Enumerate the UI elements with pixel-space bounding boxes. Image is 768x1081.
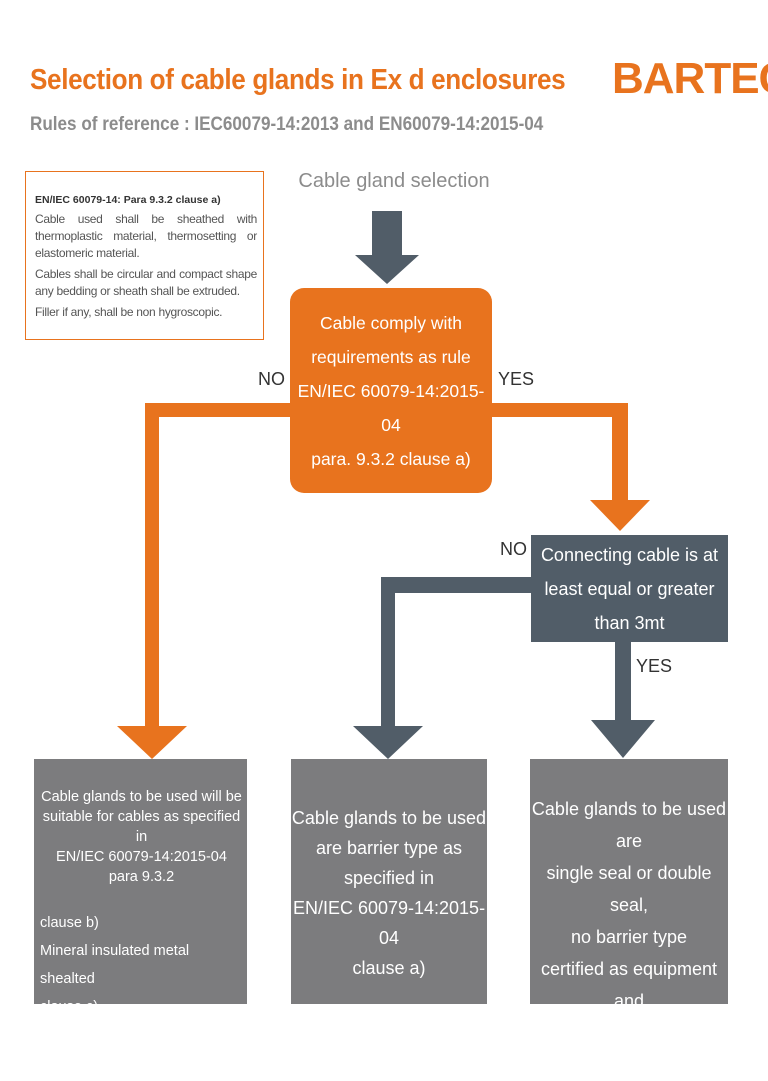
decision-node: Cable comply with requirements as rule E… — [290, 288, 492, 493]
outcome-left-line: clause b) — [40, 915, 99, 931]
length-yes-connector — [591, 642, 655, 758]
page-title: Selection of cable glands in Ex d enclos… — [30, 64, 566, 96]
outcome-left: Cable glands to be used will be suitable… — [34, 759, 247, 1043]
length-no-connector — [353, 577, 531, 759]
length-no-label: NO — [500, 539, 527, 559]
decision-no-connector — [117, 403, 290, 759]
start-arrow — [355, 211, 419, 284]
bartec-logo: BARTEC — [612, 54, 768, 103]
outcome-left-line: Special shape, flat cable types — [40, 1027, 236, 1043]
reference-heading: EN/IEC 60079-14: Para 9.3.2 clause a) — [35, 194, 221, 206]
start-node: Cable gland selection — [298, 170, 490, 192]
reference-paragraph: Filler if any, shall be non hygroscopic. — [35, 305, 223, 319]
outcome-middle: Cable glands to be used are barrier type… — [291, 759, 487, 1004]
page-subtitle: Rules of reference : IEC60079-14:2013 an… — [30, 114, 544, 135]
outcome-left-line: clause c) — [40, 999, 99, 1015]
outcome-left-main: Cable glands to be used will be suitable… — [41, 789, 242, 885]
reference-paragraph: Cable used shall be sheathed with thermo… — [35, 212, 257, 260]
length-yes-label: YES — [636, 656, 673, 676]
length-check-node: Connecting cable is at least equal or gr… — [531, 535, 728, 642]
decision-yes-connector — [492, 403, 650, 531]
outcome-left-line: Mineral insulated metal shealted — [40, 943, 190, 987]
reference-paragraph: Cables shall be circular and compact sha… — [35, 267, 257, 298]
decision-yes-label: YES — [498, 369, 535, 389]
outcome-right: Cable glands to be used are single seal … — [530, 759, 728, 1075]
flow-connectors — [117, 211, 655, 759]
decision-no-label: NO — [258, 369, 285, 389]
reference-box: EN/IEC 60079-14: Para 9.3.2 clause a) Ca… — [25, 171, 264, 340]
